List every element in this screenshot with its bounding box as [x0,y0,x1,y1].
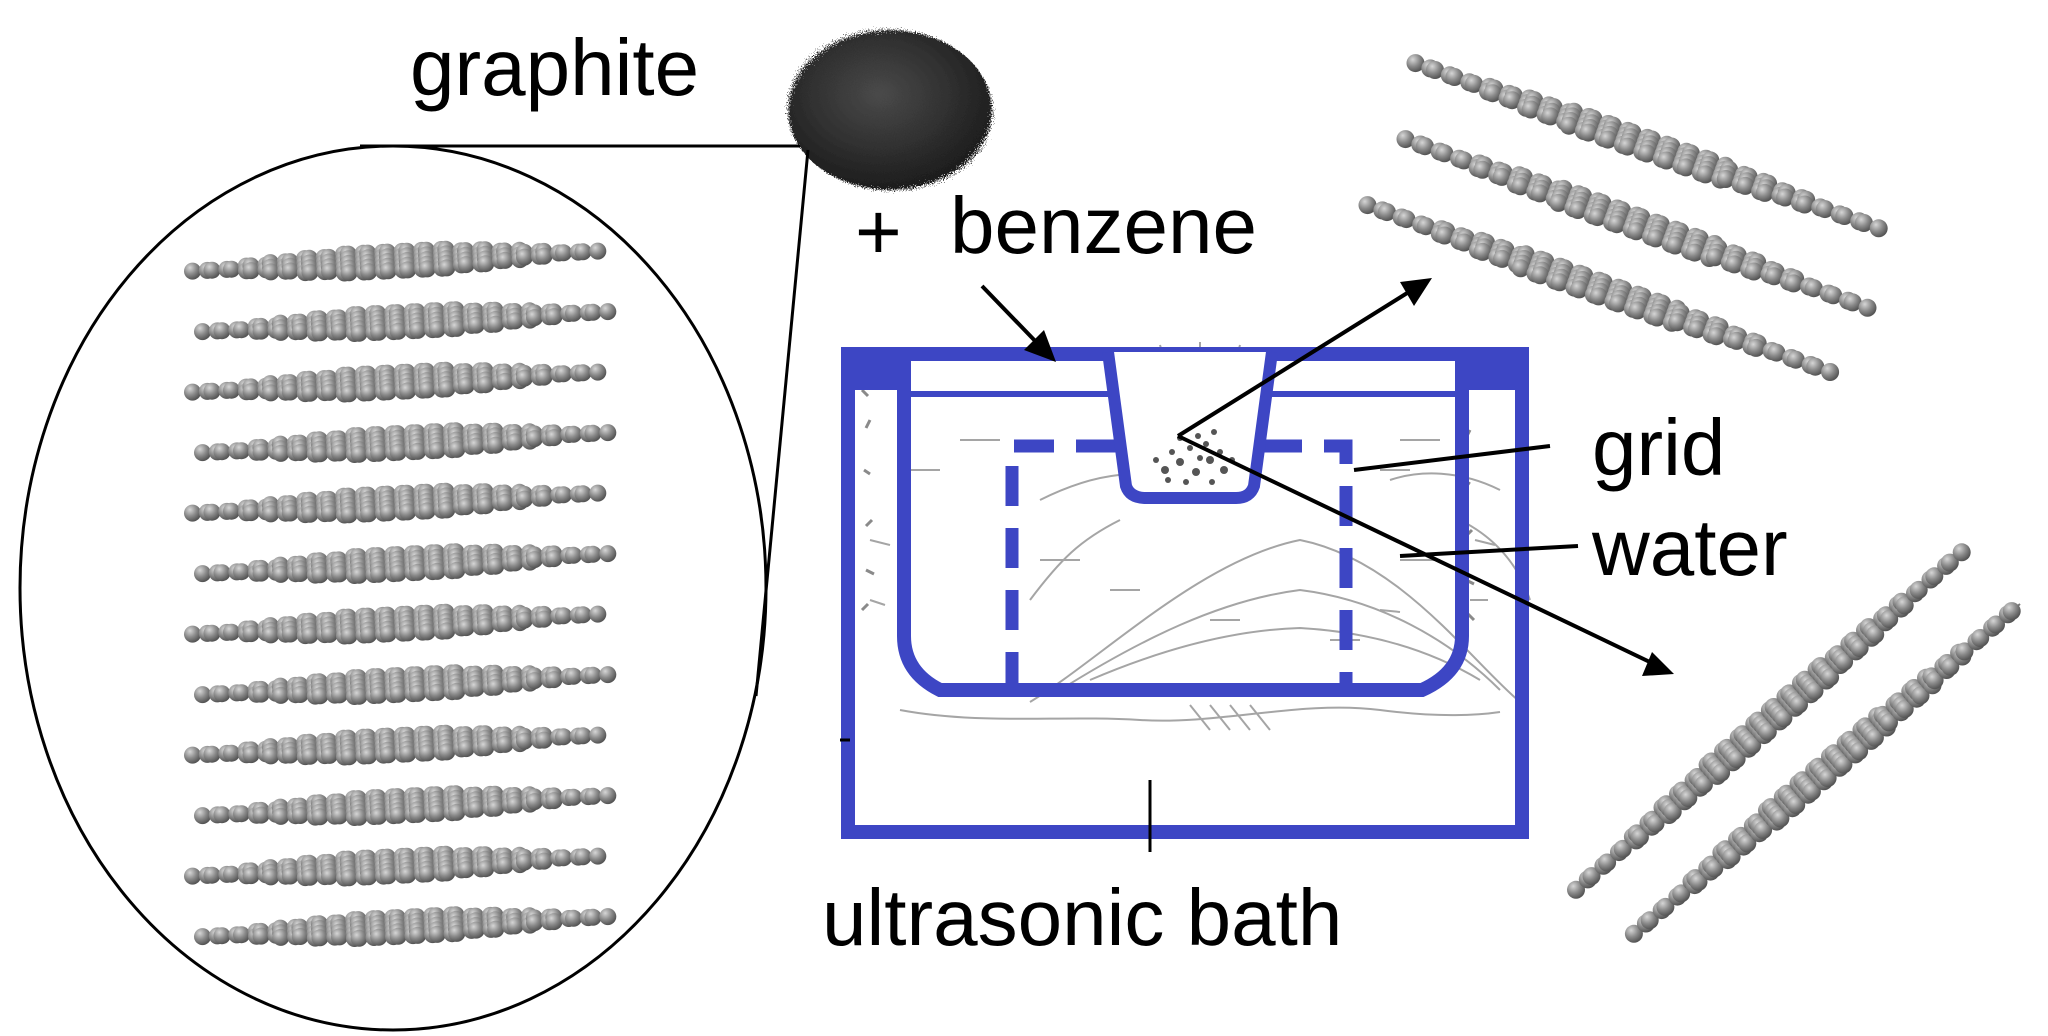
exfoliated-sheets-upper [1358,54,1888,381]
graphene-sheet-icon [1406,54,1888,238]
label-ultrasonic-bath: ultrasonic bath [822,873,1343,962]
graphene-sheet-icon [1396,130,1877,317]
graphene-layer [194,301,617,342]
graphene-layer-stack-icon [184,240,617,947]
graphene-layer [194,422,617,463]
label-graphite: graphite [410,23,700,112]
label-water: water [1592,503,1788,592]
zoom-ellipse [18,144,768,1032]
ultrasonic-bath-illustration [840,342,1531,852]
graphene-sheet-icon [1358,196,1840,381]
graphene-layer [184,603,607,645]
label-benzene: benzene [950,181,1257,270]
graphene-layer [184,724,607,766]
graphene-layer [194,785,617,826]
graphene-sheet-icon [1567,543,1971,899]
graphene-layer [184,361,607,403]
graphene-layer [194,543,617,584]
pointers [980,284,1655,666]
graphene-layer [194,664,617,705]
graphite-powder-icon [788,30,992,190]
arrow-heads [1024,278,1674,676]
graphene-sheet-icon [1624,602,2021,943]
graphene-layer [184,240,607,282]
graphene-layer [194,906,617,947]
graphene-layer [184,482,607,524]
label-plus: + [855,187,902,276]
exfoliated-sheets-lower [1567,543,2021,943]
label-grid: grid [1592,403,1726,492]
graphene-layer [184,845,607,887]
